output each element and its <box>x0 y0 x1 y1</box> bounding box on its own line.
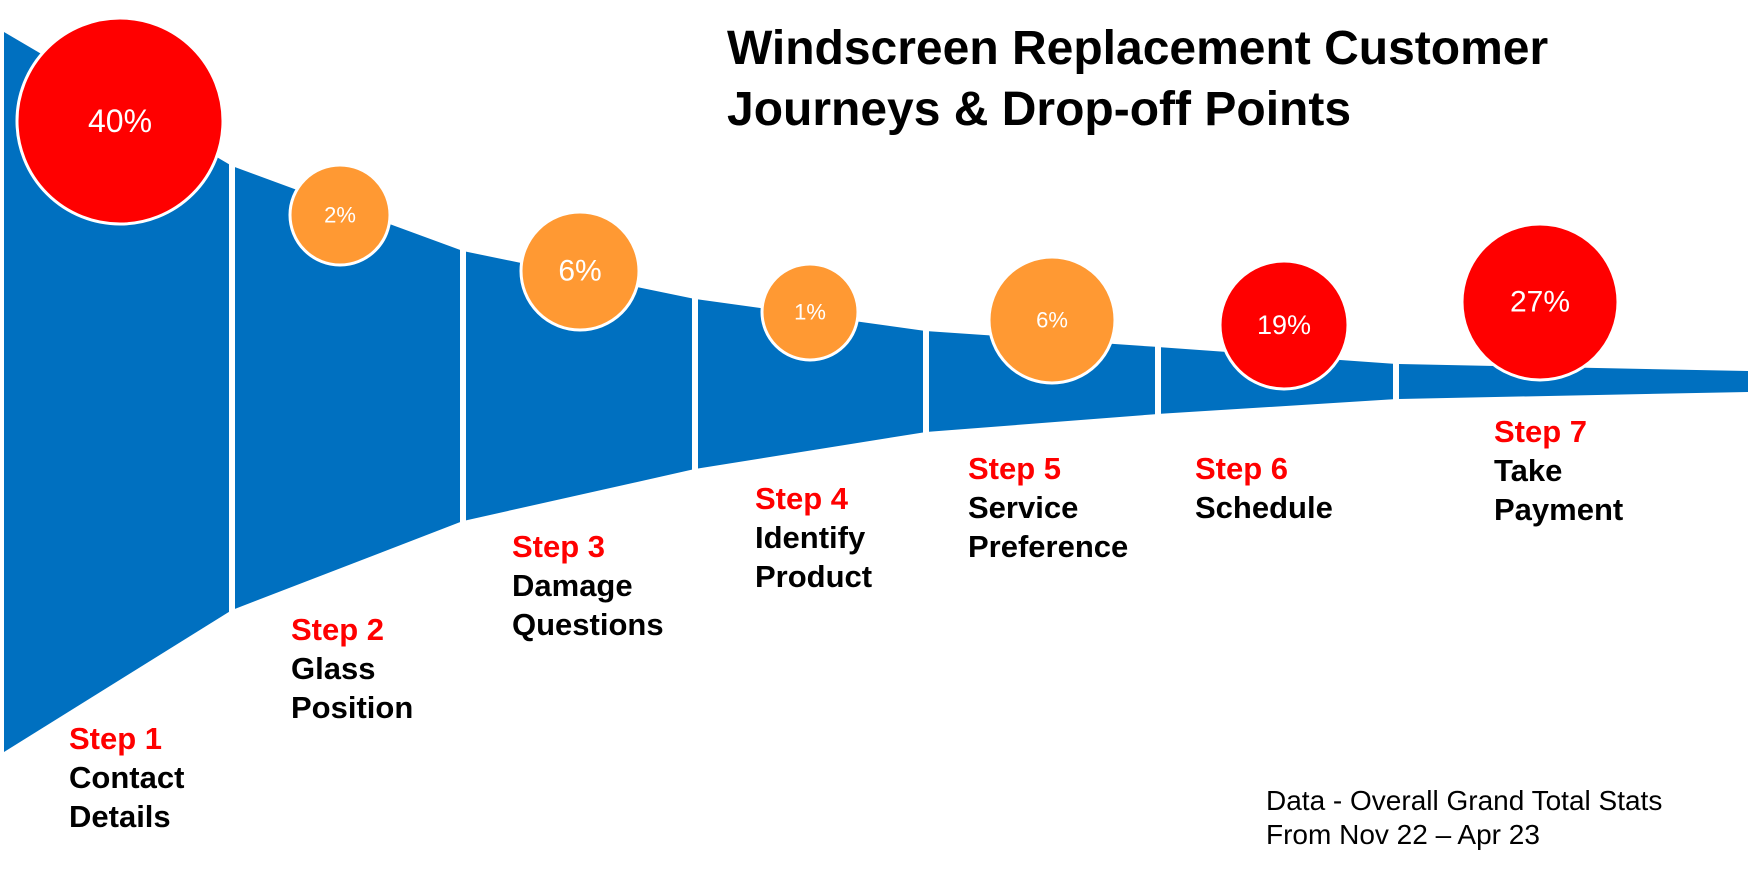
step-name-3-line-1: Damage <box>512 568 633 603</box>
step-label-6: Step 6 Schedule <box>1195 449 1333 527</box>
funnel-segment-7 <box>1399 364 1748 399</box>
dropoff-value-7: 27% <box>1510 286 1570 319</box>
step-label-7: Step 7 Take Payment <box>1494 412 1623 529</box>
step-name-3-line-2: Questions <box>512 607 664 642</box>
dropoff-bubbles: 40% 2% 6% 1% 6% 19% 27% <box>15 16 1620 391</box>
funnel-segment-3 <box>466 251 692 521</box>
data-source-line-2: From Nov 22 – Apr 23 <box>1266 819 1540 850</box>
dropoff-circle-5 <box>987 255 1117 385</box>
funnel-segment-2 <box>235 167 460 609</box>
step-label-1: Step 1 Contact Details <box>69 719 184 836</box>
funnel-segments <box>4 32 1748 752</box>
dropoff-value-5: 6% <box>1036 308 1068 333</box>
dropoff-bubble-2: 2% <box>288 163 392 267</box>
step-name-7-line-2: Payment <box>1494 492 1624 527</box>
step-label-4: Step 4 Identify Product <box>755 479 872 596</box>
dropoff-value-3: 6% <box>558 255 601 288</box>
step-label-2: Step 2 Glass Position <box>291 610 413 727</box>
step-number-5: Step 5 <box>968 451 1062 486</box>
funnel-segment-4 <box>698 299 923 469</box>
page-title: Windscreen Replacement Customer Journeys… <box>727 18 1548 140</box>
dropoff-value-1: 40% <box>88 103 152 139</box>
step-name-4-line-2: Product <box>755 559 873 594</box>
funnel-segment-1 <box>4 32 229 752</box>
step-number-2: Step 2 <box>291 612 385 647</box>
dropoff-value-6: 19% <box>1257 310 1311 340</box>
step-number-4: Step 4 <box>755 481 849 516</box>
step-number-6: Step 6 <box>1195 451 1289 486</box>
dropoff-value-4: 1% <box>794 300 826 325</box>
step-name-1-line-2: Details <box>69 799 171 834</box>
step-name-4-line-1: Identify <box>755 520 866 555</box>
step-name-5-line-2: Preference <box>968 529 1129 564</box>
dropoff-circle-4 <box>760 262 860 362</box>
dropoff-bubble-4: 1% <box>760 262 860 362</box>
data-source-line-1: Data - Overall Grand Total Stats <box>1266 785 1663 816</box>
dropoff-bubble-1: 40% <box>15 16 225 226</box>
step-name-7-line-1: Take <box>1494 453 1563 488</box>
dropoff-bubble-7: 27% <box>1460 222 1620 382</box>
data-source-note: Data - Overall Grand Total Stats From No… <box>1266 784 1662 852</box>
dropoff-bubble-3: 6% <box>519 210 641 332</box>
step-label-3: Step 3 Damage Questions <box>512 527 664 644</box>
dropoff-value-2: 2% <box>324 203 356 228</box>
step-number-1: Step 1 <box>69 721 163 756</box>
step-number-3: Step 3 <box>512 529 606 564</box>
title-line-1: Windscreen Replacement Customer <box>727 22 1549 75</box>
dropoff-circle-7 <box>1460 222 1620 382</box>
step-label-5: Step 5 Service Preference <box>968 449 1128 566</box>
dropoff-bubble-5: 6% <box>987 255 1117 385</box>
step-name-1-line-1: Contact <box>69 760 185 795</box>
step-name-2-line-1: Glass <box>291 651 376 686</box>
dropoff-circle-3 <box>519 210 641 332</box>
step-name-2-line-2: Position <box>291 690 414 725</box>
dropoff-bubble-6: 19% <box>1218 259 1350 391</box>
title-line-2: Journeys & Drop-off Points <box>727 83 1352 136</box>
step-name-6-line-1: Schedule <box>1195 490 1333 525</box>
step-number-7: Step 7 <box>1494 414 1588 449</box>
step-name-5-line-1: Service <box>968 490 1079 525</box>
dropoff-circle-1 <box>15 16 225 226</box>
dropoff-circle-6 <box>1218 259 1350 391</box>
dropoff-circle-2 <box>288 163 392 267</box>
